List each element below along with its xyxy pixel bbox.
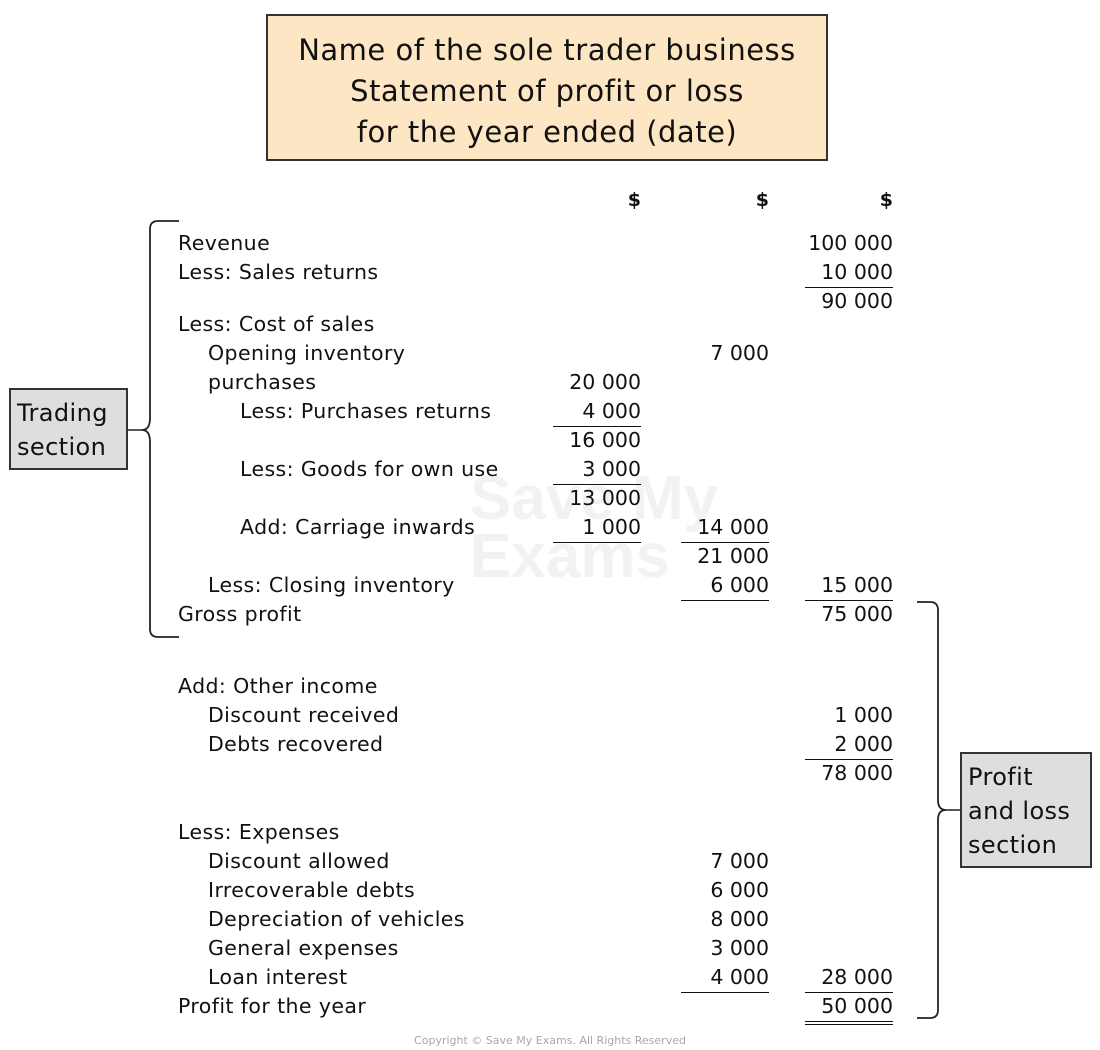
amount-c1: 13 000 <box>569 486 641 510</box>
row-label: Less: Closing inventory <box>208 573 455 597</box>
row-label: Less: Expenses <box>178 820 340 844</box>
statement-row: Debts recovered 2 000 <box>0 730 1100 760</box>
row-label: Add: Carriage inwards <box>240 515 476 539</box>
amount-c1: 1 000 <box>553 513 641 543</box>
statement-row: Less: Expenses <box>0 818 1100 847</box>
row-label: Add: Other income <box>178 674 378 698</box>
amount-c3: 2 000 <box>805 730 893 760</box>
column-header-1: $ <box>627 189 641 211</box>
amount-c3: 1 000 <box>834 703 893 727</box>
row-label: Profit for the year <box>178 994 367 1018</box>
statement-name: Statement of profit or loss <box>350 74 744 108</box>
statement-row: Profit for the year 50 000 <box>0 992 1100 1025</box>
row-label: Discount allowed <box>208 849 390 873</box>
statement-title-box: Name of the sole trader business Stateme… <box>266 14 828 161</box>
statement-row: purchases 20 000 <box>0 368 1100 397</box>
amount-c2: 7 000 <box>710 341 769 365</box>
amount-c2: 6 000 <box>681 571 769 601</box>
amount-c3: 15 000 <box>805 571 893 601</box>
statement-row: Add: Carriage inwards 1 000 14 000 <box>0 513 1100 543</box>
amount-c3: 28 000 <box>805 963 893 993</box>
period-line: for the year ended (date) <box>356 115 738 149</box>
statement-row: General expenses 3 000 <box>0 934 1100 963</box>
row-label: Revenue <box>178 231 271 255</box>
subtotal-row: 21 000 <box>0 542 1100 571</box>
amount-c2: 8 000 <box>710 907 769 931</box>
business-name: Name of the sole trader business <box>298 33 796 67</box>
statement-row: Add: Other income <box>0 672 1100 701</box>
row-label: Less: Goods for own use <box>240 457 499 481</box>
row-label: General expenses <box>208 936 399 960</box>
statement-row: Gross profit 75 000 <box>0 600 1100 629</box>
row-label: purchases <box>208 370 317 394</box>
row-label: Opening inventory <box>208 341 406 365</box>
statement-row: Discount received 1 000 <box>0 701 1100 730</box>
subtotal-row: 90 000 <box>0 287 1100 316</box>
amount-c2: 4 000 <box>681 963 769 993</box>
amount-c2: 14 000 <box>681 513 769 543</box>
amount-c3: 75 000 <box>821 602 893 626</box>
amount-c2: 6 000 <box>710 878 769 902</box>
statement-row: Less: Closing inventory 6 000 15 000 <box>0 571 1100 601</box>
statement-row: Less: Goods for own use 3 000 <box>0 455 1100 485</box>
subtotal-row: 78 000 <box>0 759 1100 788</box>
column-header-3: $ <box>879 189 893 211</box>
row-label: Discount received <box>208 703 400 727</box>
statement-row: Revenue 100 000 <box>0 229 1100 258</box>
row-label: Irrecoverable debts <box>208 878 416 902</box>
row-label: Gross profit <box>178 602 302 626</box>
amount-c1: 20 000 <box>569 370 641 394</box>
row-label: Debts recovered <box>208 732 384 756</box>
trading-section-callout: Trading section <box>9 388 128 470</box>
row-label: Less: Sales returns <box>178 260 379 284</box>
row-label: Less: Cost of sales <box>178 312 375 336</box>
copyright-notice: Copyright © Save My Exams. All Rights Re… <box>414 1034 686 1047</box>
statement-row: Depreciation of vehicles 8 000 <box>0 905 1100 934</box>
amount-c2: 3 000 <box>710 936 769 960</box>
statement-row: Discount allowed 7 000 <box>0 847 1100 876</box>
statement-row: Irrecoverable debts 6 000 <box>0 876 1100 905</box>
row-label: Less: Purchases returns <box>240 399 492 423</box>
amount-c1: 16 000 <box>569 428 641 452</box>
statement-row: Less: Purchases returns 4 000 <box>0 397 1100 427</box>
row-label: Loan interest <box>208 965 348 989</box>
statement-row: Loan interest 4 000 28 000 <box>0 963 1100 993</box>
amount-c3: 78 000 <box>821 761 893 785</box>
subtotal-row: 13 000 <box>0 484 1100 513</box>
column-header-2: $ <box>755 189 769 211</box>
amount-c1: 3 000 <box>553 455 641 485</box>
profit-loss-section-callout: Profit and loss section <box>960 752 1092 868</box>
statement-row: Opening inventory 7 000 <box>0 339 1100 368</box>
amount-c3: 50 000 <box>805 992 893 1025</box>
subtotal-row: 16 000 <box>0 426 1100 455</box>
statement-row: Less: Sales returns 10 000 <box>0 258 1100 288</box>
amount-c3: 90 000 <box>821 289 893 313</box>
amount-c2: 7 000 <box>710 849 769 873</box>
amount-c3: 10 000 <box>805 258 893 288</box>
amount-c3: 100 000 <box>808 231 893 255</box>
row-label: Depreciation of vehicles <box>208 907 465 931</box>
statement-row: Less: Cost of sales <box>0 310 1100 339</box>
amount-c2: 21 000 <box>697 544 769 568</box>
amount-c1: 4 000 <box>553 397 641 427</box>
